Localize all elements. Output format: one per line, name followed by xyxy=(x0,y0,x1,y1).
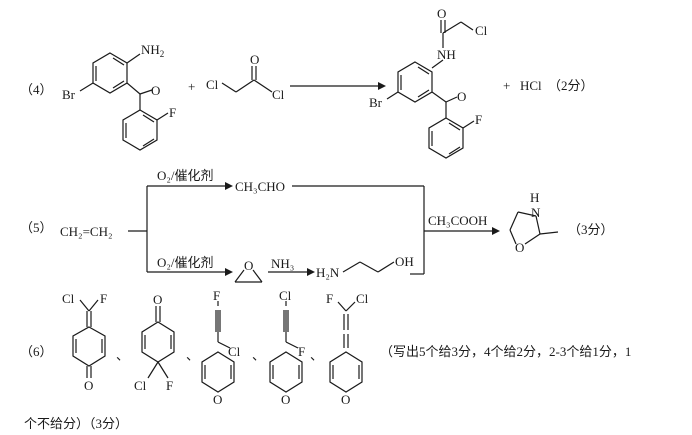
isomer-structure-1: Cl F O xyxy=(62,291,107,393)
part5-branch-lines xyxy=(128,182,500,276)
ethylene-oxide: O xyxy=(234,258,263,283)
separator-3: 、 xyxy=(252,348,265,363)
isomer-structure-2: O Cl F xyxy=(134,292,175,393)
amide-nh-label: NH xyxy=(437,47,456,62)
epoxide-oxygen-label: O xyxy=(244,258,253,273)
separator-1: 、 xyxy=(116,348,129,363)
part4-score: （2分） xyxy=(548,78,594,93)
s4-oxygen-label: O xyxy=(281,392,290,407)
product-bromo-label: Br xyxy=(369,95,383,110)
isomer-structure-5: F Cl O xyxy=(326,291,369,407)
s5-oxygen-label: O xyxy=(341,392,350,407)
s3-chloro-label: Cl xyxy=(228,344,241,359)
ethylene-label: CH₂=CH₂ xyxy=(60,224,113,239)
ketone-oxygen-label: O xyxy=(151,83,160,98)
part5-number: （5） xyxy=(20,220,53,235)
amine-h2n-label: H₂N xyxy=(316,265,340,280)
ethanolamine: H₂N OH xyxy=(316,254,414,280)
hydroxyl-label: OH xyxy=(395,254,414,269)
s1-oxygen-label: O xyxy=(84,378,93,393)
ring-nitrogen-label: N xyxy=(531,205,541,220)
s3-fluoro-label: F xyxy=(213,288,220,303)
s5-chloro-label: Cl xyxy=(356,291,369,306)
separator-4: 、 xyxy=(310,348,323,363)
chloro-label-1: Cl xyxy=(206,77,219,92)
grading-note-line-2: 个不给分）（3分） xyxy=(24,416,128,431)
amine-nh2-label: NH2 xyxy=(141,42,164,59)
fluoro-label: F xyxy=(169,105,176,120)
ring-nh-hydrogen-label: H xyxy=(530,190,539,205)
s5-fluoro-label: F xyxy=(326,291,333,306)
top-reagent-label: O₂/催化剂 xyxy=(157,168,214,183)
part4-plus-1: + xyxy=(188,79,195,94)
separator-2: 、 xyxy=(186,348,199,363)
s1-fluoro-label: F xyxy=(100,291,107,306)
s1-chloro-label: Cl xyxy=(62,291,75,306)
s4-chloro-label: Cl xyxy=(279,288,292,303)
reactant-aminobenzophenone: NH2 Br O F xyxy=(62,42,176,151)
amide-oxygen-label: O xyxy=(437,6,446,21)
part4-reaction-arrow xyxy=(290,82,386,90)
isomer-structure-4: Cl F O xyxy=(269,288,305,407)
acetaldehyde-label: CH₃CHO xyxy=(235,179,285,194)
acyl-oxygen-label: O xyxy=(250,52,259,67)
grading-note-line-1: （写出5个给3分，4个给2分，2-3个给1分，1 xyxy=(380,344,631,359)
s2-fluoro-label: F xyxy=(166,378,173,393)
isomer-structure-3: F Cl O xyxy=(201,288,241,407)
part4-number: （4） xyxy=(20,82,53,97)
chloro-label-2: Cl xyxy=(272,87,285,102)
bromo-label: Br xyxy=(62,87,76,102)
ammonia-label: NH₃ xyxy=(271,256,294,271)
s2-oxygen-label: O xyxy=(153,292,162,307)
s3-oxygen-label: O xyxy=(213,392,222,407)
hcl-byproduct: HCl xyxy=(520,78,542,93)
product-ketone-oxygen-label: O xyxy=(457,89,466,104)
part4-plus-2: + xyxy=(503,78,510,93)
part6-number: （6） xyxy=(20,344,53,359)
s4-fluoro-label: F xyxy=(298,344,305,359)
product-fluoro-label: F xyxy=(475,112,482,127)
acetic-acid-label: CH₃COOH xyxy=(428,213,487,228)
s2-chloro-label: Cl xyxy=(134,378,147,393)
ammonia-arrowhead xyxy=(307,268,315,276)
bottom-reagent-label: O₂/催化剂 xyxy=(157,255,214,270)
product-chloro-label: Cl xyxy=(475,23,488,38)
oxazolidine-product: H N O xyxy=(509,190,559,255)
ring-oxygen-label: O xyxy=(515,240,524,255)
reactant-chloroacetyl-chloride: Cl O Cl xyxy=(206,52,285,102)
product-chloroacetamide: O Cl NH Br O F xyxy=(369,6,488,159)
part5-score: （3分） xyxy=(568,222,614,237)
